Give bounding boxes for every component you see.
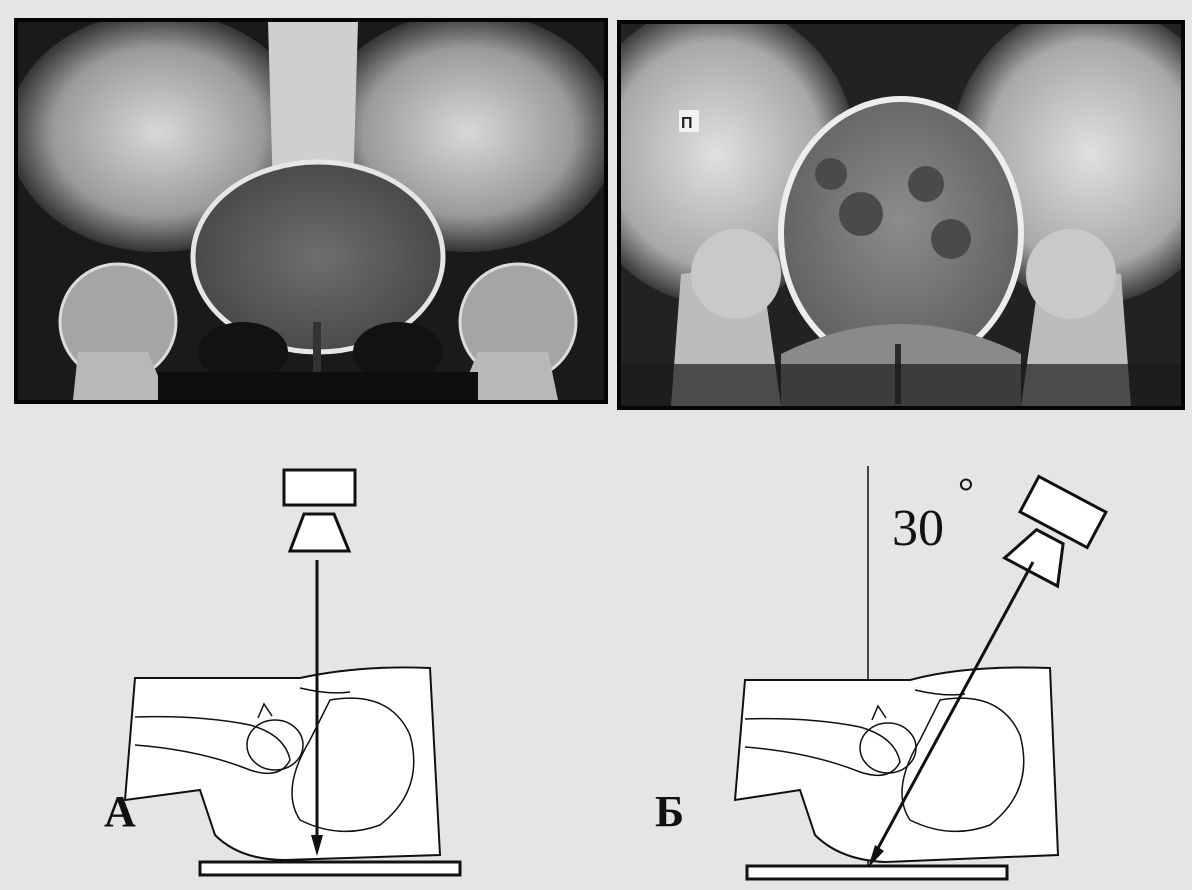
patient-outline-b <box>735 668 1058 863</box>
xray-tube-b <box>998 477 1106 590</box>
panel-a-diagram <box>125 470 460 875</box>
collimator-a <box>290 514 349 551</box>
xray-tube-a <box>284 470 355 505</box>
detector-plate-b <box>747 866 1007 879</box>
panel-label-a: А <box>104 790 136 834</box>
degree-symbol: ° <box>958 472 974 512</box>
angle-label: 30 <box>892 503 944 555</box>
patient-outline-a <box>125 667 440 860</box>
panel-label-b: Б <box>655 790 684 834</box>
detector-plate-a <box>200 862 460 875</box>
